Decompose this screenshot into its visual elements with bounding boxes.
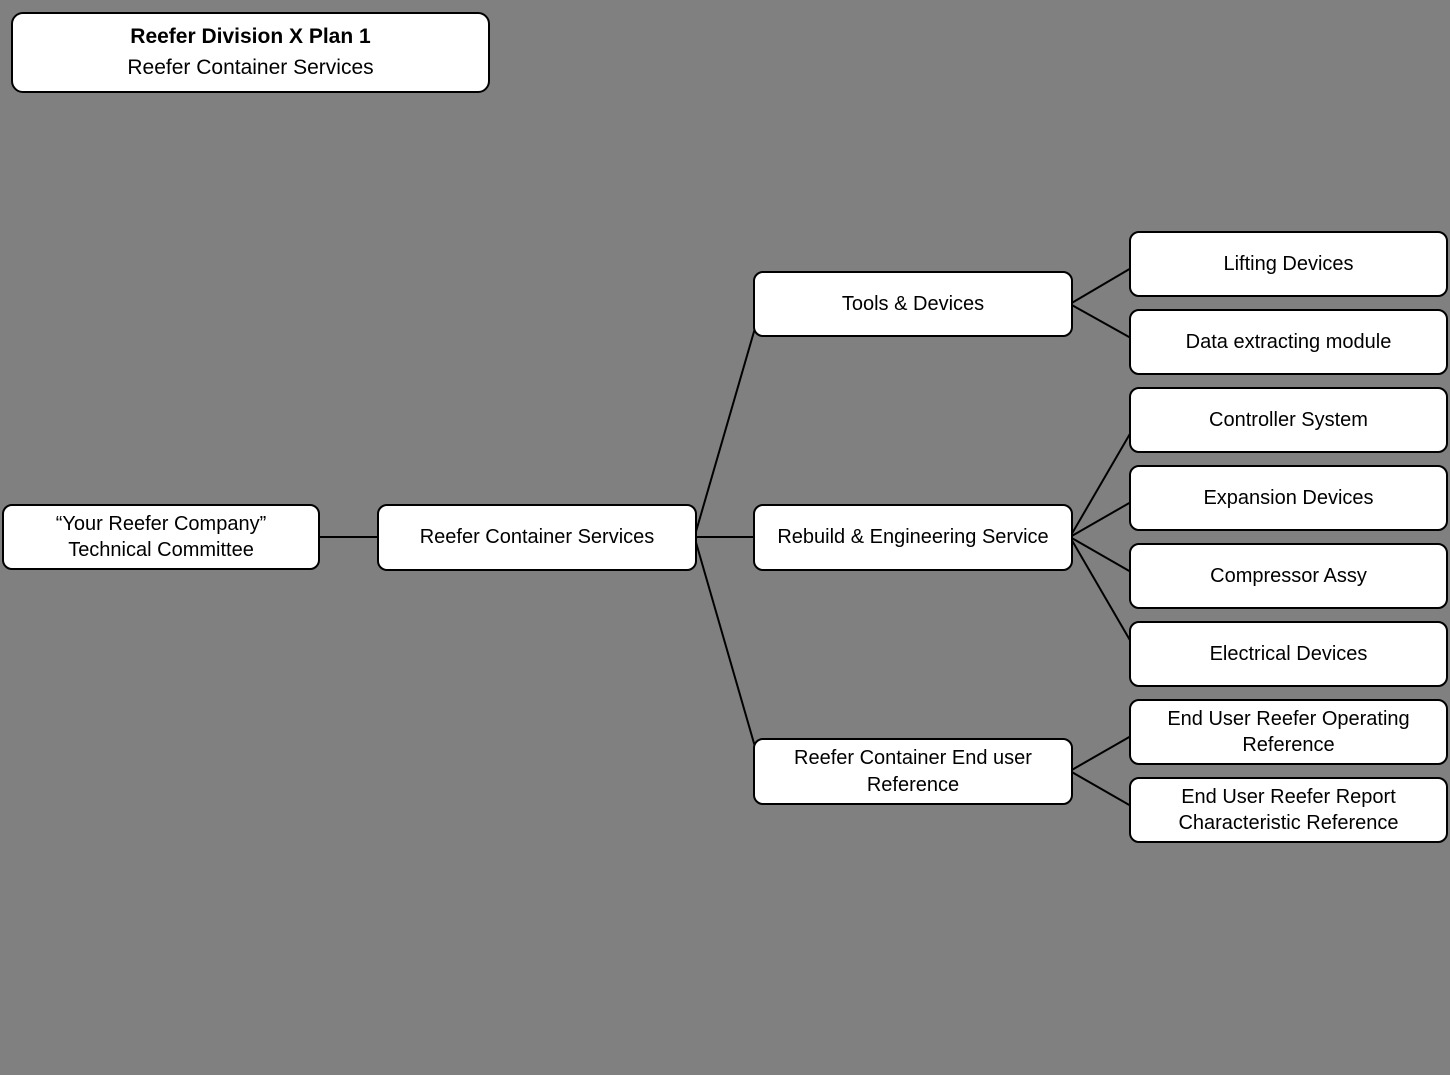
node-label: End User Reefer Report Characteristic Re… xyxy=(1178,785,1399,834)
node-label: Tools & Devices xyxy=(841,292,985,315)
connector-enduser-report xyxy=(1069,770,1139,811)
node-tools-and-devices: Tools & Devices xyxy=(753,271,1073,337)
connector-hub-tools xyxy=(694,303,763,536)
node-label: Data extracting module xyxy=(1185,330,1392,353)
node-label: Lifting Devices xyxy=(1223,252,1354,275)
node-end-user-reference: Reefer Container End user Reference xyxy=(753,738,1073,805)
leaf-data-extracting-module: Data extracting module xyxy=(1129,309,1448,375)
connector-rebuild-compressor xyxy=(1069,536,1139,577)
connector-hub-enduser xyxy=(694,538,763,772)
connector-rebuild-expansion xyxy=(1069,497,1139,538)
node-label: Rebuild & Engineering Service xyxy=(777,526,1049,549)
leaf-expansion-devices: Expansion Devices xyxy=(1129,465,1448,531)
node-label: Expansion Devices xyxy=(1203,486,1374,509)
leaf-end-user-report-characteristic-reference: End User Reefer Report Characteristic Re… xyxy=(1129,777,1448,843)
leaf-controller-system: Controller System xyxy=(1129,387,1448,453)
node-label: Reefer Container End user Reference xyxy=(794,747,1032,796)
node-label: Reefer Container Services xyxy=(419,526,655,549)
plan-title: Reefer Division X Plan 1 xyxy=(130,25,371,48)
node-label: End User Reefer Operating Reference xyxy=(1167,707,1410,756)
node-technical-committee: “Your Reefer Company” Technical Committe… xyxy=(2,504,320,570)
plan-subtitle: Reefer Container Services xyxy=(127,56,374,79)
leaf-end-user-operating-reference: End User Reefer Operating Reference xyxy=(1129,699,1448,765)
node-label: “Your Reefer Company” Technical Committe… xyxy=(55,512,267,561)
connector-rebuild-controller xyxy=(1069,419,1139,538)
node-label: Controller System xyxy=(1209,408,1368,431)
connector-rebuild-electrical xyxy=(1069,536,1139,655)
connector-enduser-operating xyxy=(1069,731,1139,772)
plan-title-card: Reefer Division X Plan 1 Reefer Containe… xyxy=(11,12,490,93)
connector-tools-data xyxy=(1069,303,1139,343)
leaf-lifting-devices: Lifting Devices xyxy=(1129,231,1448,297)
leaf-compressor-assy: Compressor Assy xyxy=(1129,543,1448,609)
connector-tools-lifting xyxy=(1069,263,1139,305)
node-label: Compressor Assy xyxy=(1210,564,1367,587)
node-label: Electrical Devices xyxy=(1209,642,1368,665)
node-reefer-container-services: Reefer Container Services xyxy=(377,504,697,571)
leaf-electrical-devices: Electrical Devices xyxy=(1129,621,1448,687)
node-rebuild-engineering-service: Rebuild & Engineering Service xyxy=(753,504,1073,571)
